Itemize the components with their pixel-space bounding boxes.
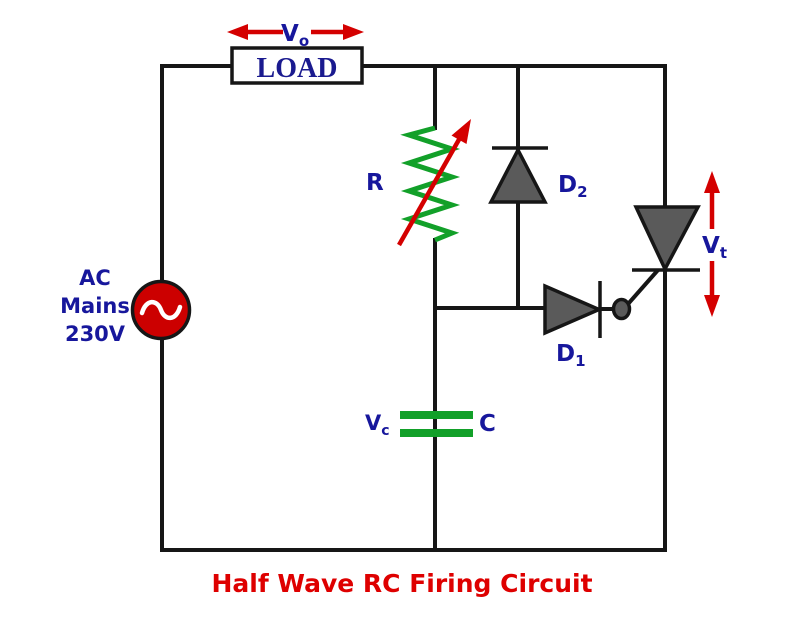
sine-wave-icon — [139, 299, 183, 321]
resistor-zigzag — [400, 125, 461, 243]
vo-base: V — [281, 21, 299, 47]
d1-subscript: 1 — [575, 352, 585, 370]
ac-source-label-line1: AC — [79, 266, 111, 290]
diode-d1-label: D1 — [556, 341, 586, 370]
diode-d1-triangle — [543, 283, 604, 336]
resistor-arrow-shaft — [397, 134, 463, 247]
diagram-title: Half Wave RC Firing Circuit — [211, 569, 592, 598]
vt-base: V — [702, 233, 720, 259]
left-arrow-icon — [227, 24, 248, 40]
outer-loop-wire — [160, 64, 667, 552]
capacitor-label: C — [479, 411, 496, 437]
vc-base: V — [365, 411, 382, 435]
ac-source-label-line3: 230V — [65, 322, 126, 346]
thyristor-symbol — [632, 205, 701, 273]
diode-d2-label: D2 — [558, 172, 588, 201]
capacitor-bottom-plate — [400, 429, 473, 437]
down-arrow-icon — [704, 295, 720, 317]
capacitor-top-plate — [400, 411, 473, 419]
thyristor-voltage-label: Vt — [702, 233, 727, 262]
d2-base: D — [558, 172, 577, 198]
d2-subscript: 2 — [577, 183, 587, 201]
load-label: LOAD — [257, 53, 338, 84]
vo-subscript: o — [299, 32, 309, 50]
d1-base: D — [556, 341, 575, 367]
load-symbol: LOAD — [230, 46, 364, 85]
up-arrow-icon — [704, 171, 720, 193]
ac-source-symbol: AC Mains 230V — [60, 266, 192, 346]
thyristor-voltage-annotation: Vt — [702, 171, 727, 317]
vc-subscript: c — [381, 423, 389, 439]
capacitor-voltage-label: Vc — [365, 411, 390, 439]
diode-d2-triangle — [488, 146, 548, 204]
resistor-label: R — [366, 170, 384, 196]
output-voltage-label: Vo — [281, 21, 309, 50]
gate-terminal-dot — [611, 297, 632, 321]
thyristor-triangle — [633, 205, 701, 273]
diode-d2-symbol: D2 — [488, 146, 588, 204]
circuit-wires — [160, 64, 667, 552]
capacitor-symbol: Vc C — [365, 411, 496, 439]
vt-subscript: t — [720, 244, 727, 262]
variable-resistor-symbol: R — [366, 119, 471, 247]
load-box — [230, 46, 364, 85]
gate-lead-wire — [626, 268, 660, 306]
diode-d1-symbol: D1 — [543, 281, 632, 370]
diagonal-arrow-icon — [451, 119, 471, 144]
right-arrow-icon — [343, 24, 364, 40]
output-voltage-annotation: Vo — [227, 21, 364, 50]
ac-source-label-line2: Mains — [60, 294, 130, 318]
